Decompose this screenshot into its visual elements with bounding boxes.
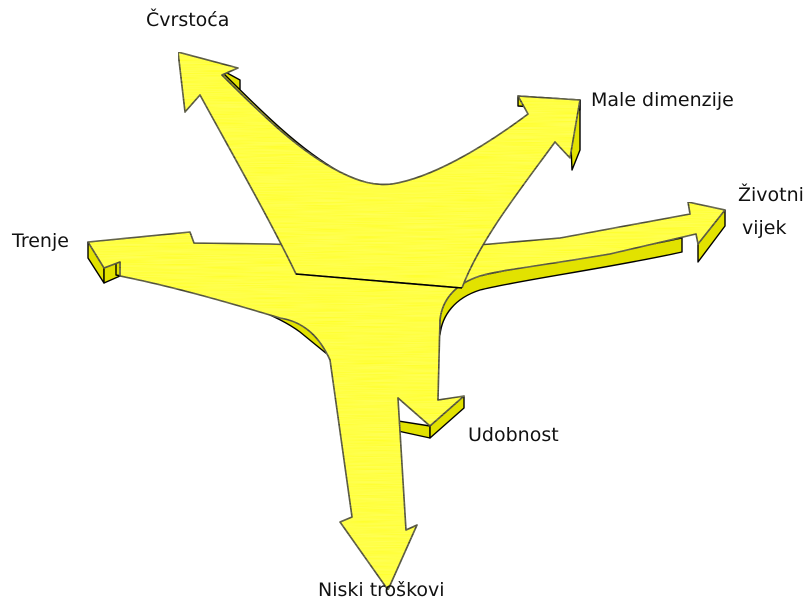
label-cvrstoca: Čvrstoća: [146, 8, 229, 32]
label-male-dimenzije: Male dimenzije: [591, 88, 734, 112]
label-udobnost: Udobnost: [468, 423, 559, 447]
label-trenje: Trenje: [12, 229, 69, 253]
label-zivotni: Životni: [738, 183, 804, 207]
label-niski-troskovi: Niski troškovi: [318, 578, 445, 602]
label-vijek: vijek: [742, 216, 787, 240]
